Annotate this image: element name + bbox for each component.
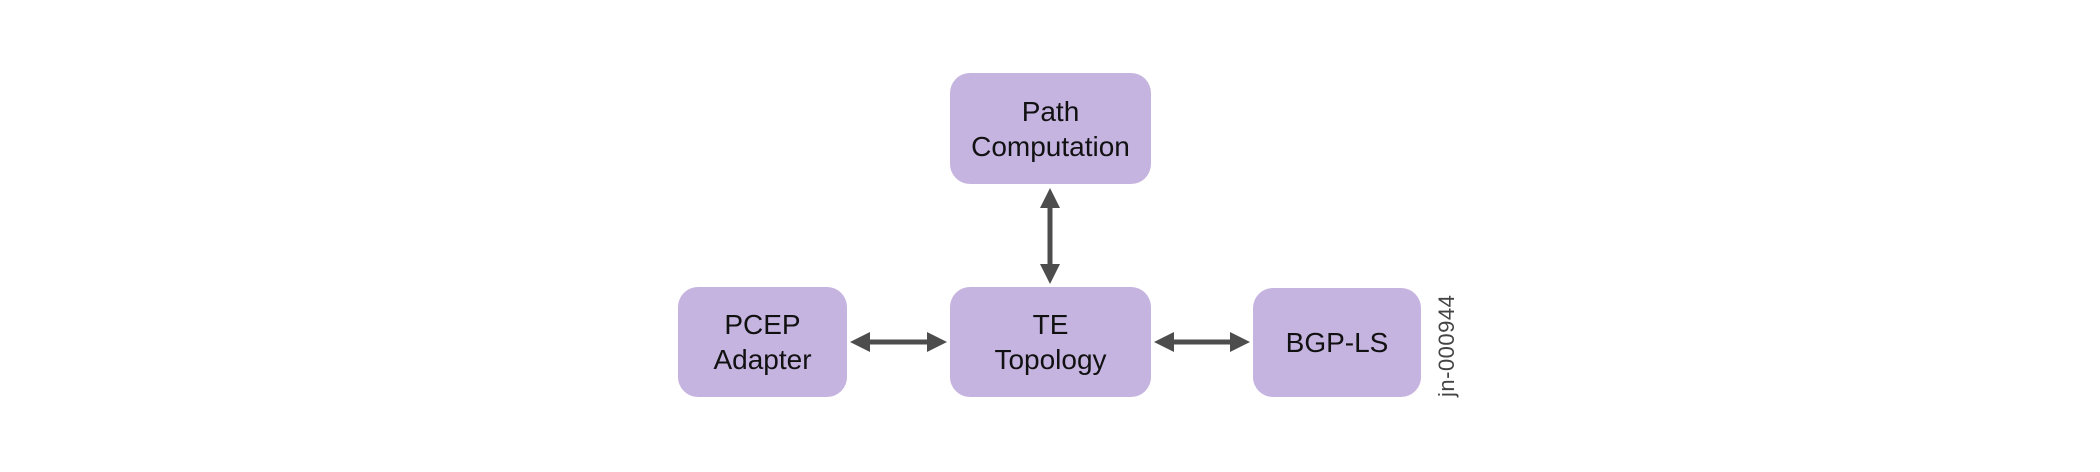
node-path-computation: Path Computation — [950, 73, 1151, 184]
node-label-line1: Path — [1021, 95, 1080, 127]
node-label-line1: BGP-LS — [1285, 327, 1389, 358]
arrow-path-te — [1040, 188, 1060, 284]
node-label-line2: Topology — [994, 344, 1107, 375]
arrow-pcep-te — [850, 332, 947, 352]
node-label-line2: Computation — [971, 130, 1130, 162]
arrow-te-bgp — [1154, 332, 1250, 352]
node-label-line1: TE — [1032, 309, 1069, 340]
node-bgp-ls: BGP-LS — [1253, 288, 1421, 397]
figure-id-label: jn-000944 — [1434, 294, 1459, 397]
node-label-line1: PCEP — [724, 309, 801, 340]
node-pcep-adapter: PCEP Adapter — [678, 287, 847, 397]
node-te-topology: TE Topology — [950, 287, 1151, 397]
node-label-line2: Adapter — [713, 344, 812, 375]
